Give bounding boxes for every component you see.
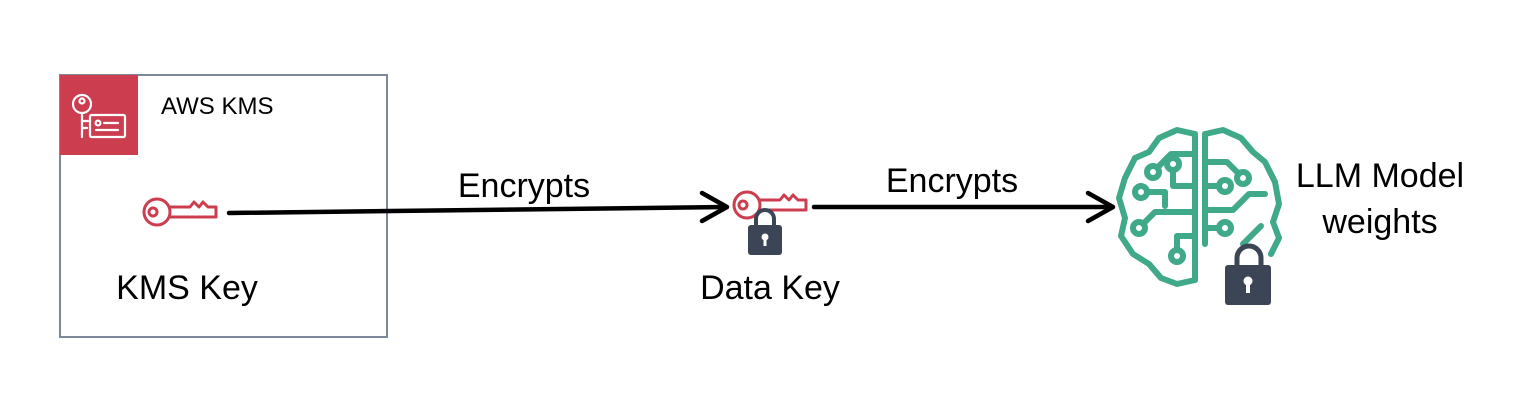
data-key-label: Data Key	[700, 269, 840, 307]
locked-key-icon	[732, 190, 808, 255]
brain-circuit-icon	[1116, 127, 1282, 305]
edge-label-kms-to-data-key: Encrypts	[457, 167, 591, 205]
service-name: AWS KMS	[161, 93, 274, 120]
kms-key-label: KMS Key	[116, 269, 258, 307]
edge-label-data-key-to-model: Encrypts	[885, 162, 1019, 200]
model-label-line1: LLM Model	[1295, 157, 1465, 195]
key-icon	[142, 197, 218, 227]
model-label-line2: weights	[1322, 203, 1438, 241]
kms-service-icon	[60, 75, 138, 155]
